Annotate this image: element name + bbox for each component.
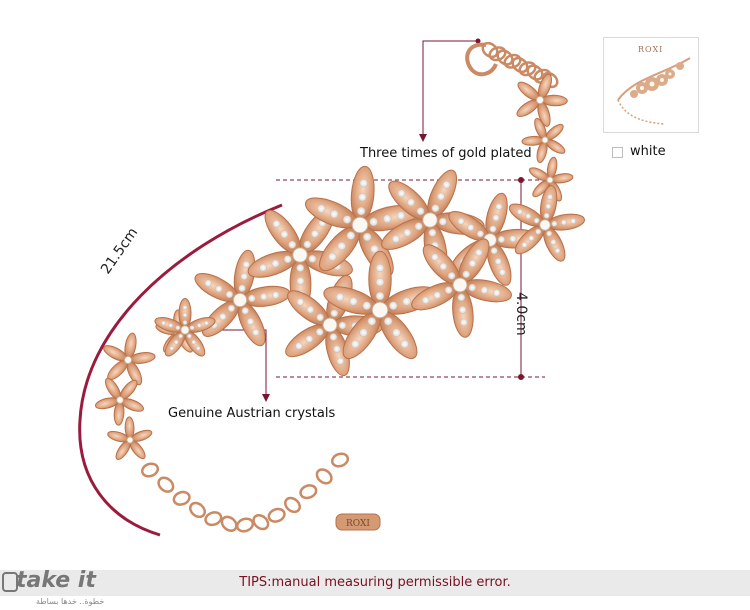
chain-link [315,468,333,485]
chain-link [526,64,544,81]
chain-link [189,501,206,519]
clasp-tag: ROXI [335,513,381,531]
watermark-tagline: خطوة.. خدها بساطة [36,597,105,606]
watermark-logo: take it خطوة.. خدها بساطة [2,566,114,610]
clasp-tag-text: ROXI [346,519,370,529]
footer-bar: TIPS:manual measuring permissible error. [0,570,750,596]
chain-link [284,496,301,514]
gold-plated-pointer [422,40,478,140]
tips-text: TIPS:manual measuring permissible error. [239,575,511,590]
chain [140,41,559,533]
color-option-label[interactable]: white [630,144,666,159]
chain-link [252,513,270,531]
color-thumbnail[interactable]: ROXI [603,37,699,133]
flower [103,332,156,386]
length-arc [78,203,283,537]
gold-plated-label: Three times of gold plated [360,146,532,161]
flower [154,298,216,357]
lobster-clasp [465,42,498,77]
flower [508,185,586,262]
chain-link [235,517,255,533]
flower [94,377,145,426]
chain-link [140,462,160,478]
chain-link [330,452,350,468]
chain-link [511,56,529,74]
color-checkbox[interactable] [612,147,623,158]
flower [528,156,574,202]
width-guide-dot-top [518,177,524,183]
flower-cluster [94,73,586,460]
flower [305,165,418,277]
e-logo-icon [2,572,18,592]
flower [521,117,566,163]
chain-link [267,507,286,523]
thumbnail-bracelet-icon [617,57,691,125]
watermark-name: take it [16,568,96,593]
width-guide-dot-bottom [518,374,524,380]
thumbnail-brand: ROXI [638,45,664,54]
flower [107,416,153,460]
flower [516,73,568,127]
chain-link [220,515,238,532]
flower [411,238,512,338]
crystals-label: Genuine Austrian crystals [168,406,336,421]
chain-link [172,490,191,506]
chain-link [299,484,318,500]
flower [194,249,291,347]
chain-link [157,476,175,493]
width-label: 4.0cm [513,292,529,336]
chain-link [496,49,514,66]
chain-link [204,511,223,527]
